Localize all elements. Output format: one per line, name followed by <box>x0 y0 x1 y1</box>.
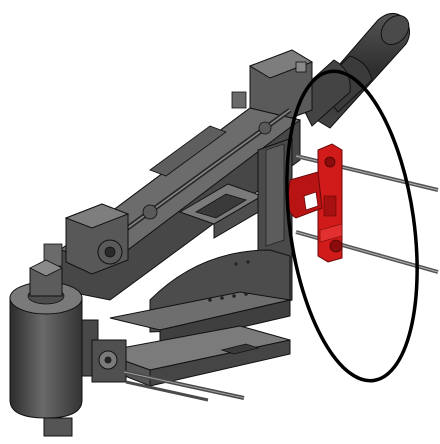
front-knob-assembly <box>91 339 127 383</box>
front-guide-rod <box>123 370 245 402</box>
base-plate <box>98 325 291 387</box>
front-cylinder <box>9 259 99 437</box>
red-bracket-icon <box>287 143 343 263</box>
front-bearing-block <box>43 203 130 275</box>
highlight-ellipse-icon <box>285 69 419 383</box>
carriage-plate <box>178 183 264 239</box>
motor-tube <box>295 13 410 129</box>
lower-bed <box>109 249 291 347</box>
lead-screw <box>98 107 292 251</box>
